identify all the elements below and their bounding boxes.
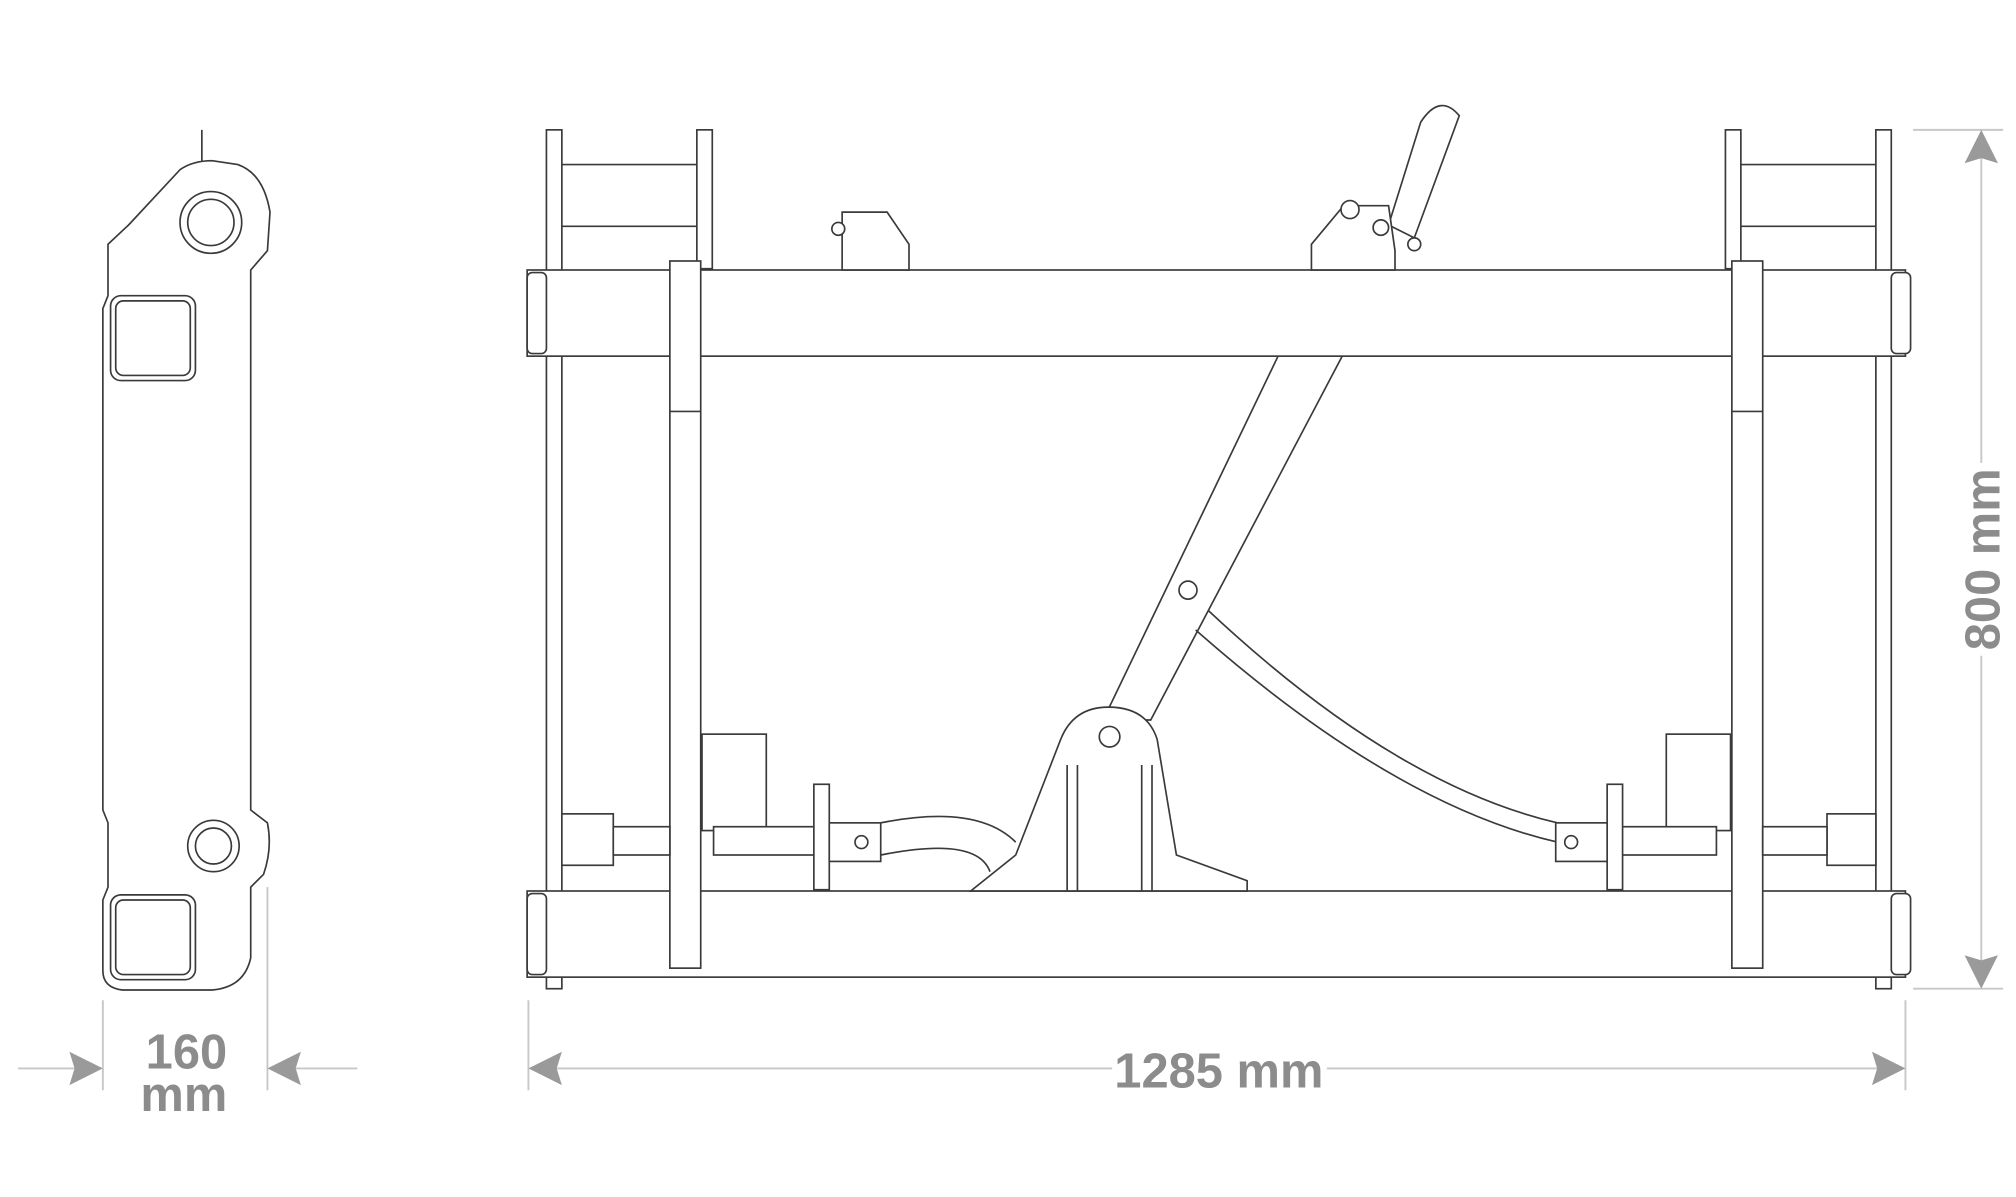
height-label: 800 mm [1956, 468, 2010, 650]
front-view [526, 104, 1912, 990]
dimension-depth: 160 mm [18, 887, 358, 1122]
depth-value: 160 [146, 1025, 228, 1079]
depth-unit: mm [140, 1068, 227, 1122]
dimension-height: 800 mm [1913, 128, 2010, 990]
dimension-width: 1285 mm [527, 1000, 1907, 1099]
side-view [102, 129, 271, 991]
width-label: 1285 mm [1114, 1045, 1323, 1099]
